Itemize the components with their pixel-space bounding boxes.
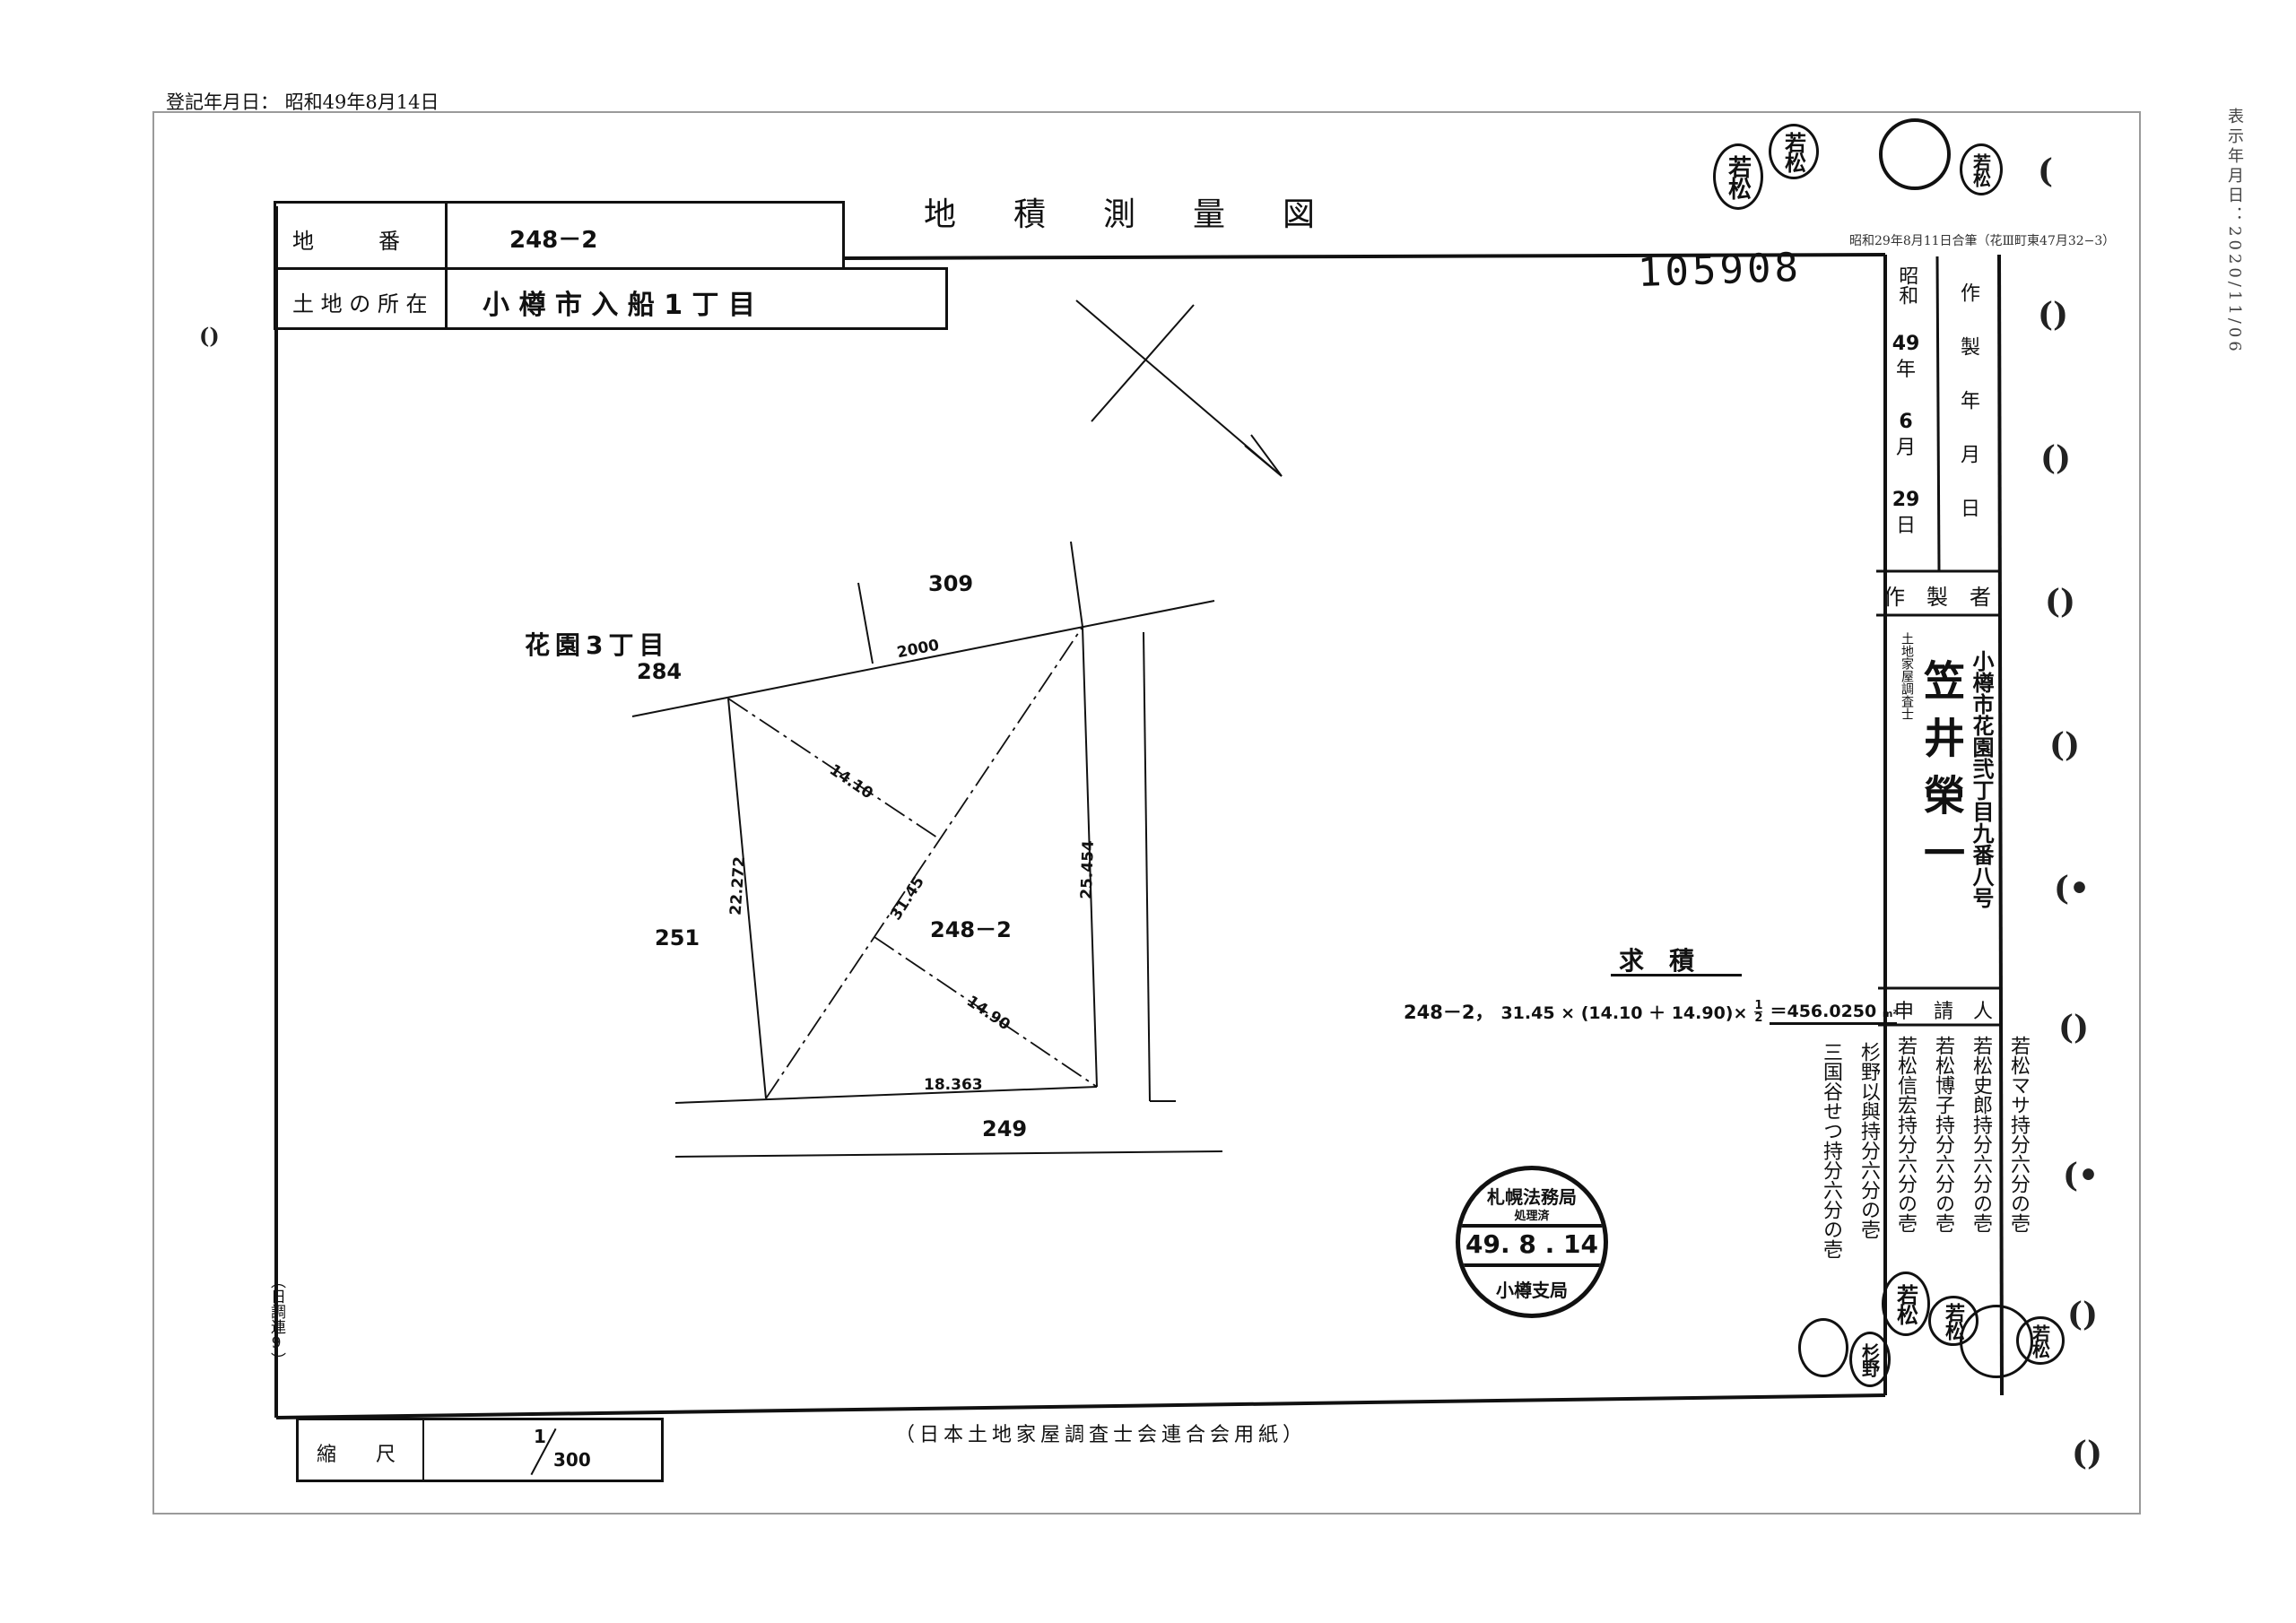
seal-bottom: 小樽支局 <box>1496 1280 1568 1301</box>
dimension-bottom: 18.363 <box>924 1076 983 1094</box>
boundary-309-west <box>857 582 874 664</box>
seal-stamp-wakamatsu: 若松 <box>1882 1271 1930 1336</box>
lot-248-2: 248－2 <box>930 917 1012 942</box>
applicants-list: 若松マサ持分六分の壱 若松史郎持分六分の壱 若松博子持分六分の壱 若松信宏持分六… <box>1891 1036 2032 1305</box>
seal-stamp-wakamatsu: 若松 <box>2016 1316 2065 1365</box>
dimension-right: 25.454 <box>1077 839 1098 900</box>
maker-name: 笠井榮一 <box>1918 659 1966 889</box>
seal-stamp-wakamatsu: 若松 <box>1769 124 1819 179</box>
seal-sub: 処理済 <box>1514 1210 1550 1223</box>
date-era: 昭和 <box>1895 265 1918 305</box>
scale-box: 縮 尺 1 300 <box>296 1418 664 1482</box>
date-month: 6 <box>1899 411 1913 434</box>
seal-date: 49. 8 . 14 <box>1465 1229 1598 1259</box>
lot-309: 309 <box>928 571 974 596</box>
applicant: 若松マサ持分六分の壱 <box>2007 1036 2030 1233</box>
applicant: 若松博子持分六分の壱 <box>1932 1036 1954 1233</box>
binding-mark: () <box>2067 1296 2099 1333</box>
boundary-road-north <box>631 600 1215 717</box>
seal-stamp-wakamatsu: 若松 <box>1960 143 2003 195</box>
binding-mark: () <box>2049 726 2081 764</box>
boundary-west <box>727 698 767 1099</box>
perpendicular-lower <box>874 936 1098 1088</box>
seal-stamp-wakamatsu: 若松 <box>1713 143 1763 210</box>
binding-mark: (• <box>2063 1157 2100 1194</box>
creation-date-values: 昭和 49 年 6 月 29 日 <box>1876 260 1935 540</box>
area-calc-formula: 248－2， 31.45 × (14.10 ＋ 14.90)× 1 2 ＝456… <box>1404 998 1898 1025</box>
applicant: 杉野以與持分六分の壱 <box>1857 1042 1880 1239</box>
area-result: ＝456.0250 <box>1770 1002 1877 1021</box>
binding-mark: ( <box>2038 152 2054 190</box>
maker-label: 作 製 者 <box>1883 585 1991 610</box>
registration-date: 登記年月日： 昭和49年8月14日 <box>166 91 439 113</box>
creation-date-label: 作製年月日 <box>1957 282 1979 551</box>
date-day: 29 <box>1892 489 1920 512</box>
side-note: （日調連9） <box>267 1273 285 1367</box>
applicants-label: 申 請 人 <box>1894 1001 1994 1023</box>
footer-paper-note: （日本土地家屋調査士会連合会用紙） <box>895 1424 1308 1446</box>
seal-stamp-round <box>1879 118 1951 190</box>
lot-249: 249 <box>982 1116 1028 1141</box>
binding-mark: () <box>199 323 220 349</box>
other-applicants: 杉野以與持分六分の壱 三国谷せつ持分六分の壱 <box>1816 1042 1883 1259</box>
seal-stamp-round <box>1798 1318 1848 1377</box>
formula-result: ＝456.0250 m² <box>1770 998 1898 1025</box>
binding-mark: (• <box>2054 870 2091 907</box>
registry-seal: 札幌法務局 処理済 49. 8 . 14 小樽支局 <box>1456 1166 1608 1318</box>
formula-expression: 31.45 × (14.10 ＋ 14.90)× <box>1500 1002 1748 1023</box>
formula-lot: 248－2， <box>1404 1002 1494 1023</box>
maker-address: 小樽市花園弐丁目九番八号 <box>1969 650 1994 908</box>
north-arrow-head <box>1244 434 1283 477</box>
location-value: 小 樽 市 入 船 1 丁 目 <box>483 290 755 321</box>
date-year: 49 <box>1892 333 1920 355</box>
boundary-east <box>1082 626 1098 1088</box>
perpendicular-upper <box>727 698 938 838</box>
date-month-unit: 月 <box>1895 436 1916 459</box>
binding-mark: () <box>2072 1435 2103 1472</box>
date-day-unit: 日 <box>1895 514 1916 537</box>
boundary-309-east <box>1070 541 1083 628</box>
location-row: 土 地 の 所 在 小 樽 市 入 船 1 丁 目 <box>274 267 948 330</box>
location-label: 土 地 の 所 在 <box>292 291 428 317</box>
document-sheet <box>152 111 2141 1515</box>
lot-251: 251 <box>655 925 700 950</box>
lot-284: 284 <box>637 659 683 684</box>
display-date: 表示年月日：2020/11/06 <box>2225 108 2244 355</box>
diagonal-line <box>765 626 1083 1099</box>
binding-mark: () <box>2038 296 2069 334</box>
lane-line <box>1143 631 1151 1102</box>
scale-label: 縮 尺 <box>317 1444 396 1466</box>
road-south-line <box>674 1150 1223 1158</box>
scale-numerator: 1 <box>534 1426 546 1447</box>
north-arrow-cross <box>1091 304 1195 422</box>
parcel-number-value: 248－2 <box>509 227 598 254</box>
applicant: 三国谷せつ持分六分の壱 <box>1820 1042 1842 1259</box>
handwritten-note: 昭和29年8月11日合筆（花Ⅲ町東47月32−3） <box>1849 234 2116 248</box>
seal-top: 札幌法務局 <box>1487 1186 1577 1208</box>
binding-mark: () <box>2058 1009 2090 1046</box>
document-title: 地 積 測 量 図 <box>924 196 1328 233</box>
binding-mark: () <box>2045 583 2076 621</box>
fraction-denominator: 2 <box>1754 1011 1763 1025</box>
area-unit: m² <box>1882 1008 1898 1020</box>
applicant: 若松信宏持分六分の壱 <box>1894 1036 1917 1233</box>
formula-fraction: 1 2 <box>1754 998 1763 1025</box>
applicant: 若松史郎持分六分の壱 <box>1970 1036 1992 1233</box>
district-label: 花園3丁目 <box>525 630 670 660</box>
area-calc-underline <box>1611 974 1742 976</box>
fraction-numerator: 1 <box>1754 998 1763 1012</box>
parcel-number-label: 地 番 <box>292 229 400 254</box>
seal-stamp-sugino: 杉野 <box>1849 1332 1891 1387</box>
maker-title: 土地家屋調査士 <box>1900 632 1914 720</box>
boundary-south <box>674 1086 1098 1104</box>
scale-denominator: 300 <box>553 1449 591 1471</box>
date-year-unit: 年 <box>1895 358 1916 381</box>
binding-mark: () <box>2040 439 2072 477</box>
area-calc-heading: 求 積 <box>1619 946 1695 976</box>
